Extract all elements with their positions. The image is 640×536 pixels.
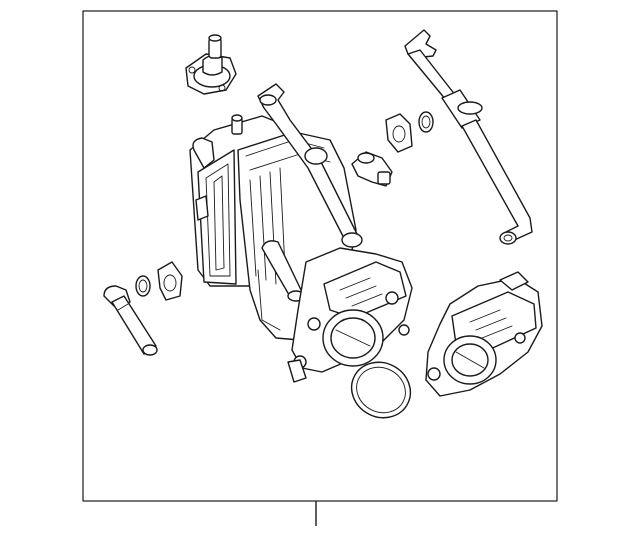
throttle-body-gasket [350, 361, 412, 419]
o-ring-right [418, 111, 434, 133]
o-ring-left [135, 275, 151, 297]
coolant-pipe-right [404, 29, 533, 245]
coolant-pipe-left [103, 285, 158, 356]
connector-fitting [351, 151, 393, 187]
throttle-body [425, 271, 543, 397]
intercooler-assembly [189, 83, 413, 383]
clamp-left [157, 261, 183, 301]
diagram-frame [82, 10, 558, 502]
clamp-right [385, 113, 413, 153]
sensor [185, 34, 237, 95]
